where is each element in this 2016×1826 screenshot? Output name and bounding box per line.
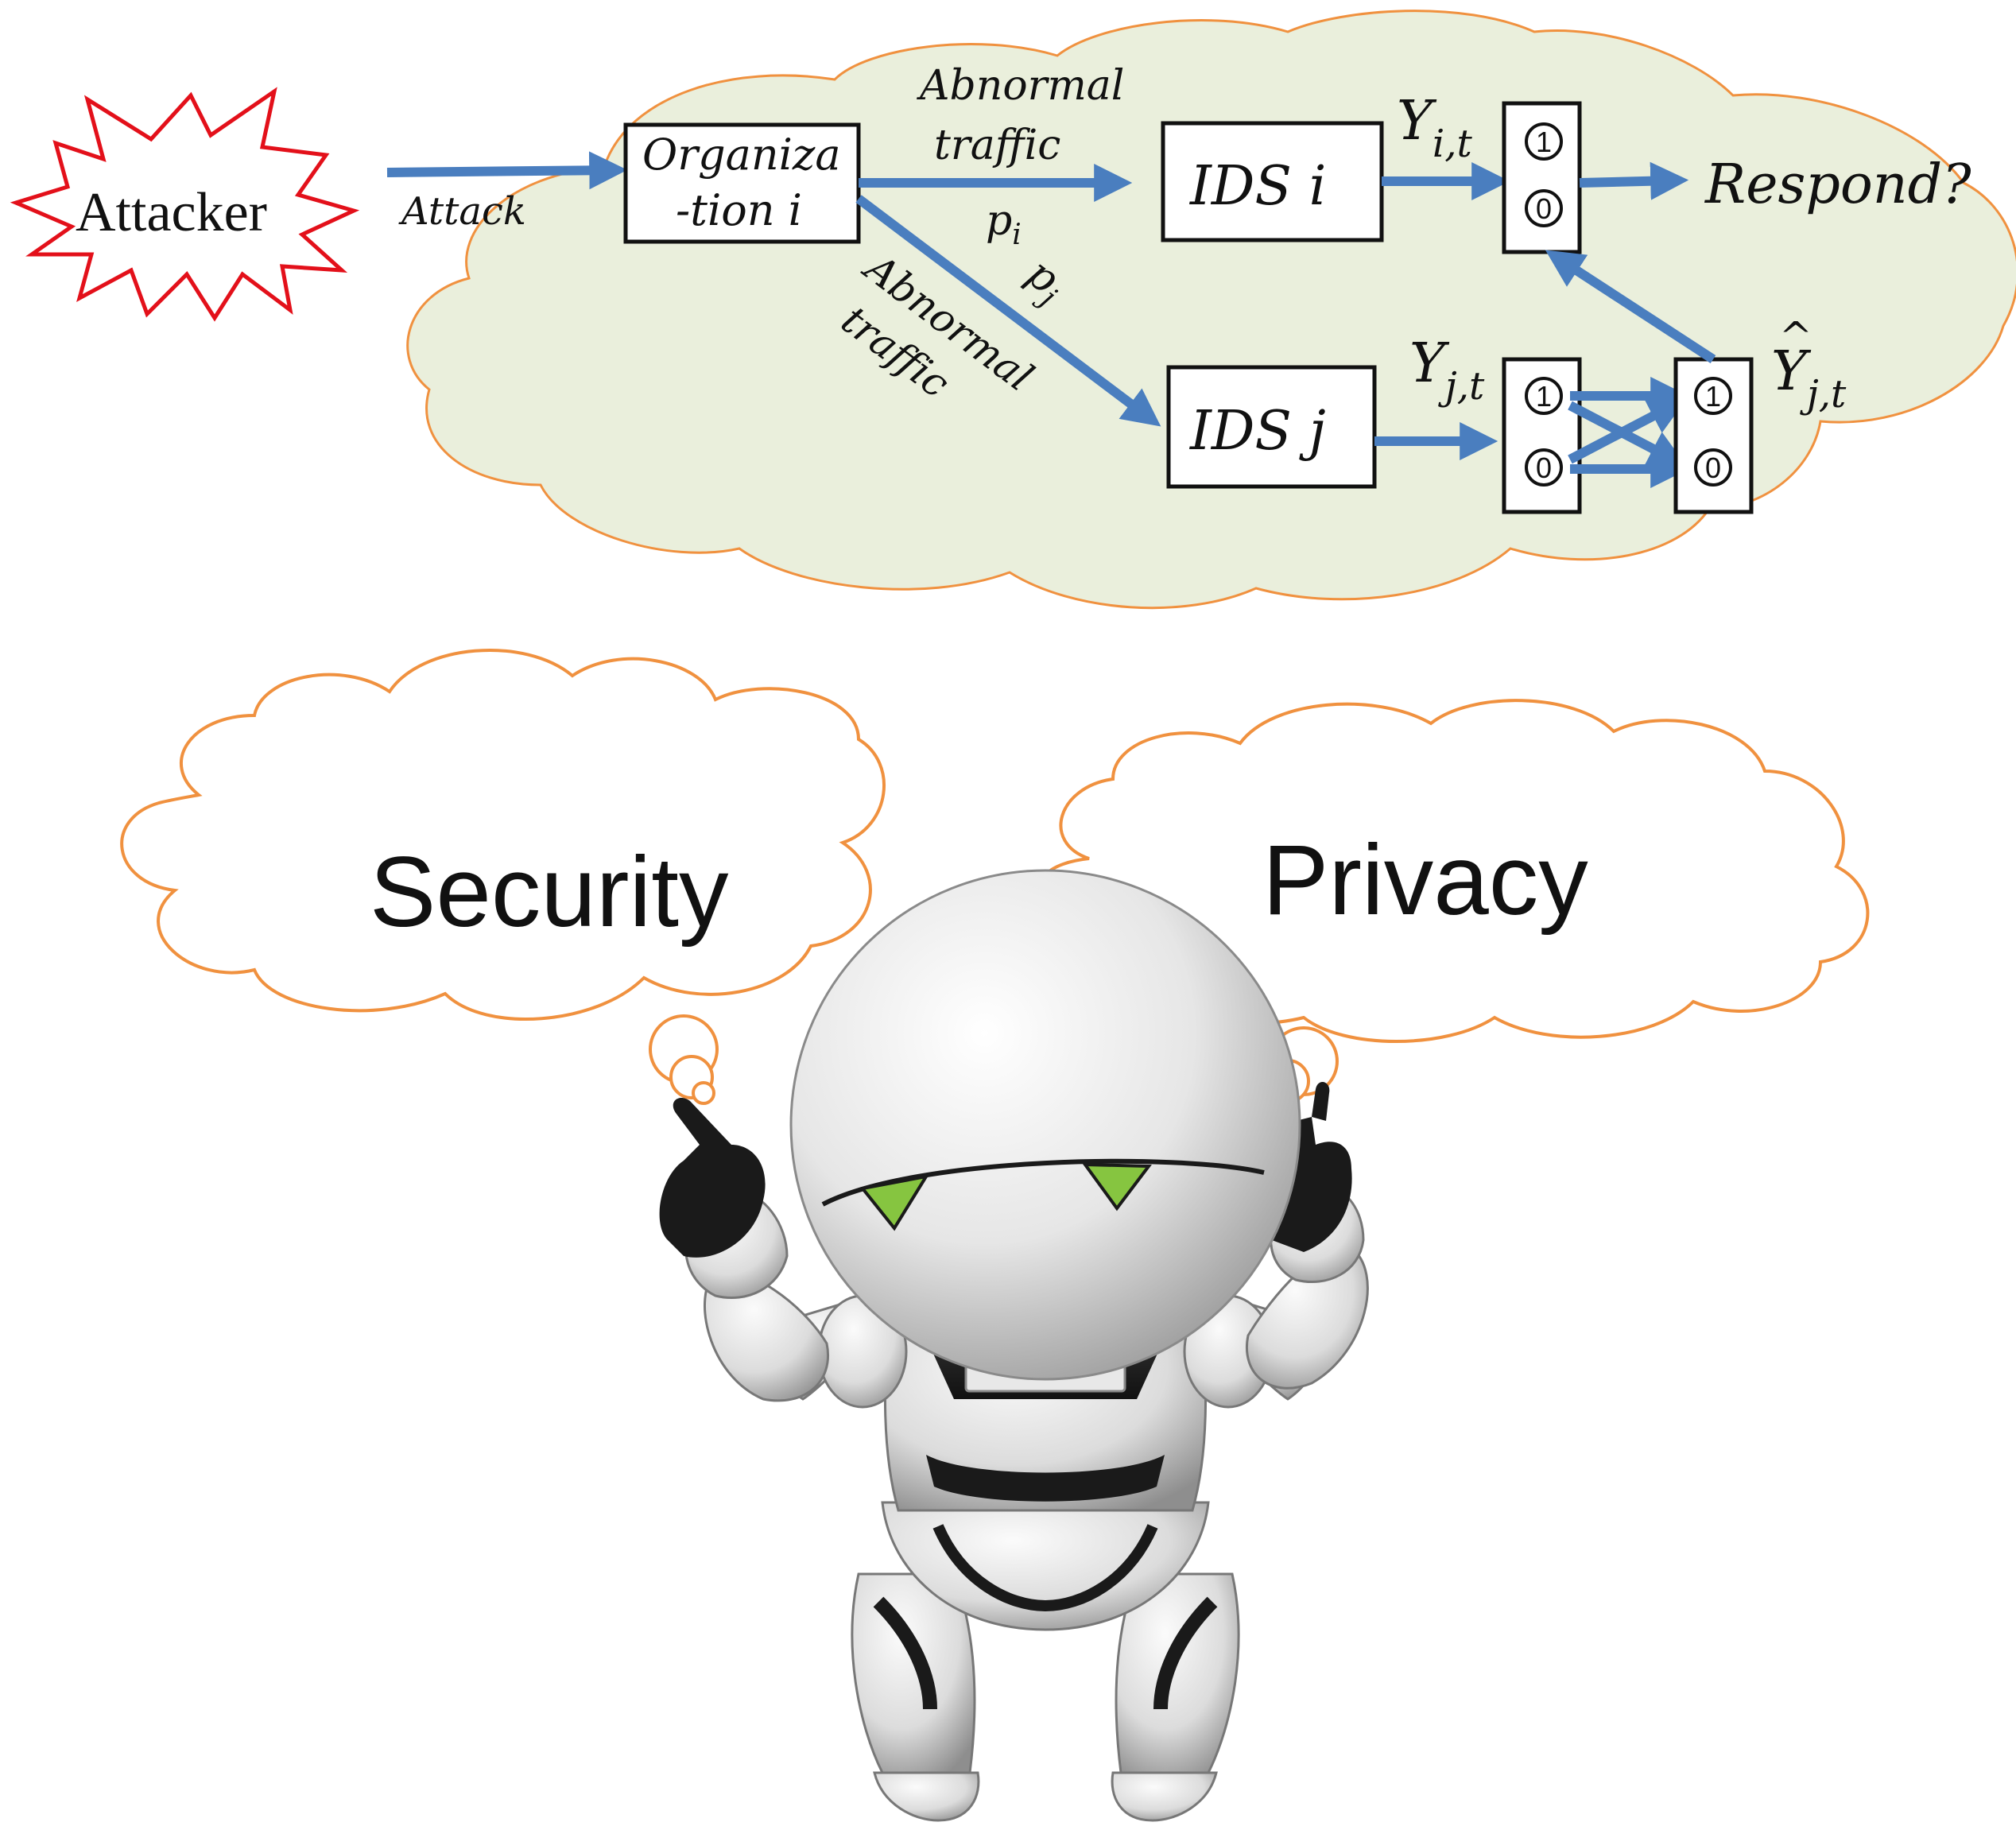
bit-i-zero-text: 0 xyxy=(1536,192,1552,225)
y-hat-jt-sub: j,t xyxy=(1800,372,1847,417)
ids-j-box xyxy=(1166,365,1377,489)
abnormal-traffic-top-line1: Abnormal xyxy=(917,62,1124,110)
ids-j-label: IDS j xyxy=(1188,400,1326,463)
flip-zero-arrow xyxy=(1568,398,1688,464)
traffic-arrow-j xyxy=(855,195,1161,427)
perturbed-bit-zero: 0 xyxy=(1694,448,1732,487)
robot-right-eye xyxy=(1081,1162,1152,1212)
robot-left-arm xyxy=(659,1097,908,1409)
svg-text:Yj,t: Yj,t xyxy=(1409,332,1485,409)
privacy-thought: Privacy xyxy=(1041,699,1870,1107)
organization-label-line1: Organiza xyxy=(642,130,841,180)
respond-arrow xyxy=(1579,161,1689,200)
bit-j-one: 1 xyxy=(1525,377,1563,415)
robot-left-hand xyxy=(659,1097,766,1258)
robot-pelvis xyxy=(881,1501,1210,1631)
attack-label: Attack xyxy=(398,189,526,234)
abnormal-traffic-top-line2: traffic xyxy=(934,122,1060,169)
bit-j-zero: 0 xyxy=(1525,448,1563,487)
y-it-base: Y xyxy=(1397,90,1437,153)
bit-box-j xyxy=(1502,357,1582,514)
y-it-sub: i,t xyxy=(1433,122,1473,166)
perturbed-bit-one: 1 xyxy=(1694,377,1732,415)
security-thought-bubble-3 xyxy=(692,1081,715,1105)
perturbed-bit-one-text: 1 xyxy=(1705,380,1721,413)
ids-i-box xyxy=(1161,121,1384,242)
bit-i-one-text: 1 xyxy=(1536,126,1552,158)
p-i-base: p xyxy=(986,197,1012,245)
svg-text:Yj,t: Yj,t xyxy=(1771,340,1847,417)
bit-j-one-text: 1 xyxy=(1536,380,1552,413)
ids-i-label: IDS i xyxy=(1188,155,1326,218)
robot-legs xyxy=(851,1572,1240,1822)
bit-box-i xyxy=(1502,101,1582,254)
y-jt-label: Yj,t xyxy=(1409,332,1485,409)
attack-arrow xyxy=(386,151,628,190)
attacker-label: Attacker xyxy=(76,182,267,243)
organization-box xyxy=(623,122,861,244)
y-hat-jt-hat: ^ xyxy=(1779,313,1812,359)
bit-i-one: 1 xyxy=(1525,122,1563,161)
y-hat-jt-label: ^ Yj,t xyxy=(1771,313,1847,417)
network-cloud xyxy=(406,10,2016,610)
robot-illustration xyxy=(659,869,1369,1822)
perturbed-bit-box xyxy=(1673,357,1754,514)
privacy-label: Privacy xyxy=(1262,825,1588,936)
p-i-sub: i xyxy=(1012,219,1022,251)
robot-head xyxy=(789,869,1301,1381)
robot-right-arm xyxy=(1183,1081,1369,1409)
p-i-label: pi xyxy=(986,197,1022,251)
y-it-label: Yi,t xyxy=(1397,90,1473,166)
security-thought: Security xyxy=(120,649,886,1105)
perturbed-bit-zero-text: 0 xyxy=(1705,452,1721,484)
ids-diagram: Attacker Attack Organiza -tion i Abnorma… xyxy=(10,10,2016,610)
svg-text:Yi,t: Yi,t xyxy=(1397,90,1473,166)
security-cloud xyxy=(120,649,886,1021)
security-label: Security xyxy=(370,837,729,948)
svg-text:pi: pi xyxy=(986,197,1022,251)
feedback-arrow xyxy=(1545,250,1716,364)
robot-left-eye xyxy=(859,1174,930,1231)
attacker-burst xyxy=(10,87,360,322)
organization-label-line2: -tion i xyxy=(676,185,802,235)
bit-i-zero: 0 xyxy=(1525,189,1563,227)
y-jt-sub: j,t xyxy=(1438,364,1485,409)
y-jt-base: Y xyxy=(1409,332,1450,395)
bit-j-zero-text: 0 xyxy=(1536,452,1552,484)
respond-label: Respond? xyxy=(1704,153,1971,216)
y-hat-jt-base: Y xyxy=(1771,340,1812,403)
